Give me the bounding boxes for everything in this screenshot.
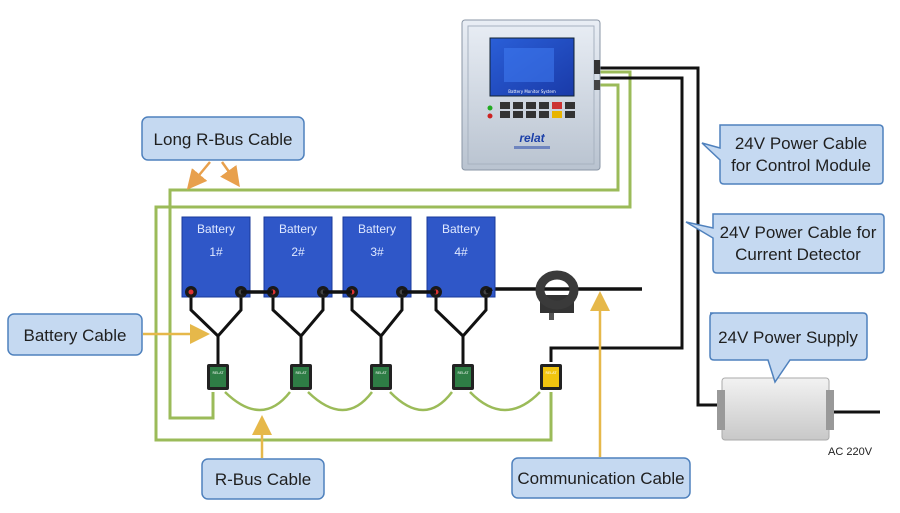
battery-body [181, 216, 251, 298]
module-label: RELAT [376, 371, 388, 375]
battery-module-2: RELAT [290, 364, 312, 390]
battery-title: Battery [279, 222, 317, 236]
callout-power-detector-line1: 24V Power Cable for [720, 223, 877, 242]
callout-comm-text: Communication Cable [517, 469, 684, 488]
battery-module-4: RELAT [452, 364, 474, 390]
battery-number: 3# [370, 245, 384, 259]
battery-title: Battery [197, 222, 235, 236]
power-cables [549, 66, 880, 414]
battery-number: 4# [454, 245, 468, 259]
callout-power-detector: 24V Power Cable for Current Detector [685, 213, 885, 274]
module-label: RELAT [458, 371, 470, 375]
control-module: Battery Monitor System relat [461, 19, 601, 171]
callout-long-rbus: Long R-Bus Cable [141, 116, 305, 190]
callout-long-rbus-text: Long R-Bus Cable [154, 130, 293, 149]
callout-comm-cable: Communication Cable [511, 291, 691, 499]
callout-rbus-cable: R-Bus Cable [201, 415, 325, 500]
module-label: RELAT [296, 371, 308, 375]
callout-battery-cable-text: Battery Cable [24, 326, 127, 345]
battery-group: Battery 1# Battery 2# Battery 3# Battery 4# [181, 216, 496, 298]
callout-battery-cable: Battery Cable [7, 313, 210, 356]
callout-power-detector-line2: Current Detector [735, 245, 861, 264]
callout-power-control-line1: 24V Power Cable [735, 134, 867, 153]
callout-power-control: 24V Power Cable for Control Module [701, 124, 884, 185]
battery-modules: RELAT RELAT RELAT RELAT RELAT [207, 364, 562, 390]
battery-y-cable [350, 298, 404, 364]
battery-body [263, 216, 333, 298]
battery-2: Battery 2# [263, 216, 333, 298]
module-label: RELAT [546, 371, 558, 375]
battery-title: Battery [358, 222, 396, 236]
monitor-brand-logo: relat [519, 131, 545, 145]
battery-module-3: RELAT [370, 364, 392, 390]
rbus-cable [224, 391, 541, 412]
battery-y-cable [434, 298, 488, 364]
power-supply-unit [717, 377, 834, 441]
callout-power-supply-text: 24V Power Supply [718, 328, 858, 347]
module-label: RELAT [213, 371, 225, 375]
comm-module: RELAT [540, 364, 562, 390]
ac-220v-label: AC 220V [828, 446, 873, 458]
battery-y-cable [271, 298, 325, 364]
battery-4: Battery 4# [426, 216, 496, 298]
callout-rbus-text: R-Bus Cable [215, 470, 311, 489]
battery-1: Battery 1# [181, 216, 251, 298]
battery-module-1: RELAT [207, 364, 229, 390]
monitor-keypad [487, 102, 575, 119]
battery-y-cable [189, 298, 243, 364]
monitor-screen-title: Battery Monitor System [508, 89, 556, 94]
long-rbus-cable [154, 70, 632, 442]
battery-body [426, 216, 496, 298]
battery-cables [189, 298, 488, 364]
battery-link [485, 287, 493, 294]
callout-power-supply: 24V Power Supply [709, 312, 868, 384]
battery-number: 1# [209, 245, 223, 259]
callout-power-control-line2: for Control Module [731, 156, 871, 175]
battery-3: Battery 3# [342, 216, 412, 298]
battery-number: 2# [291, 245, 305, 259]
current-detector [535, 270, 579, 320]
battery-body [342, 216, 412, 298]
battery-title: Battery [442, 222, 480, 236]
